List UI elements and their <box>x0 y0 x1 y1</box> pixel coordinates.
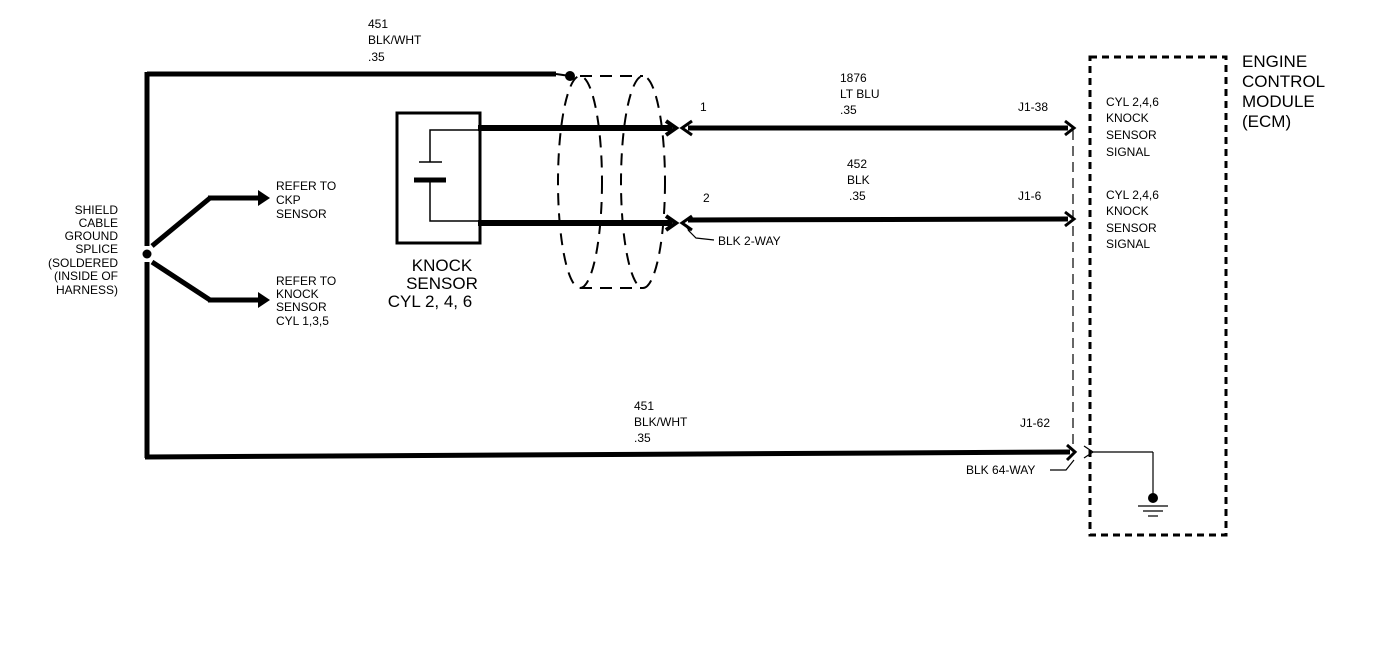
signal-2-circuit: 452 <box>847 157 867 171</box>
top-wire-gauge: .35 <box>368 50 385 64</box>
ecm-signal-1-line: SIGNAL <box>1106 145 1150 159</box>
ckp-ref-line: CKP <box>276 193 301 207</box>
sensor-connector-label: BLK 2-WAY <box>718 234 781 248</box>
ecm-signal-2-line: SENSOR <box>1106 221 1157 235</box>
knock-sensor-line: SENSOR <box>406 274 478 293</box>
ckp-ref-line: REFER TO <box>276 179 336 193</box>
splice-line: SPLICE <box>75 242 118 256</box>
splice-branch-knock <box>150 259 270 308</box>
splice-line: (INSIDE OF <box>54 269 118 283</box>
ckp-reference-label: REFER TO CKP SENSOR <box>276 179 336 221</box>
top-wire-color: BLK/WHT <box>368 33 422 47</box>
ecm-title-line: MODULE <box>1242 92 1315 111</box>
signal-2-pin: 2 <box>703 191 710 205</box>
signal-1-color: LT BLU <box>840 87 880 101</box>
ecm-title: ENGINE CONTROL MODULE (ECM) <box>1242 52 1325 131</box>
top-wire-circuit: 451 <box>368 17 388 31</box>
connector-leader-64way <box>1050 459 1075 471</box>
ecm-signal-2-line: KNOCK <box>1106 204 1149 218</box>
signal-2-color: BLK <box>847 173 870 187</box>
cable-shield <box>557 75 666 289</box>
splice-line: GROUND <box>65 229 119 243</box>
signal-1-pin: 1 <box>700 100 707 114</box>
ecm-signal-1-label: CYL 2,4,6 KNOCK SENSOR SIGNAL <box>1106 95 1159 159</box>
bottom-wire-circuit: 451 <box>634 399 654 413</box>
splice-label: SHIELD CABLE GROUND SPLICE (SOLDERED (IN… <box>48 203 118 297</box>
signal-1-ecm-pin: J1-38 <box>1018 100 1048 114</box>
splice-point <box>142 249 152 259</box>
splice-branch-ckp <box>150 190 270 248</box>
ecm-box <box>1088 55 1228 537</box>
ecm-signal-1-line: KNOCK <box>1106 111 1149 125</box>
splice-line: CABLE <box>79 216 118 230</box>
bottom-wire-color: BLK/WHT <box>634 415 688 429</box>
bottom-wire-ecm-pin: J1-62 <box>1020 416 1050 430</box>
knock-ref-line: REFER TO <box>276 274 336 288</box>
splice-line: SHIELD <box>75 203 119 217</box>
wire-signal-1 <box>478 119 1077 137</box>
ecm-signal-2-line: CYL 2,4,6 <box>1106 188 1159 202</box>
bottom-wire-gauge: .35 <box>634 431 651 445</box>
signal-1-gauge: .35 <box>840 103 857 117</box>
knock-reference-label: REFER TO KNOCK SENSOR CYL 1,3,5 <box>276 274 336 328</box>
splice-line: (SOLDERED <box>48 256 118 270</box>
wire-bottom-ground <box>144 262 1078 462</box>
knock-ref-line: SENSOR <box>276 300 327 314</box>
ecm-ground-icon <box>1083 445 1168 517</box>
ecm-signal-2-line: SIGNAL <box>1106 237 1150 251</box>
knock-sensor-label: KNOCK SENSOR CYL 2, 4, 6 <box>388 256 478 311</box>
ecm-signal-1-line: CYL 2,4,6 <box>1106 95 1159 109</box>
knock-sensor-symbol <box>395 111 482 245</box>
wire-top-shield <box>144 71 575 246</box>
ecm-connector-label: BLK 64-WAY <box>966 463 1035 477</box>
ecm-title-line: ENGINE <box>1242 52 1307 71</box>
ecm-signal-1-line: SENSOR <box>1106 128 1157 142</box>
signal-1-circuit: 1876 <box>840 71 867 85</box>
knock-ref-line: KNOCK <box>276 287 319 301</box>
knock-ref-line: CYL 1,3,5 <box>276 314 329 328</box>
ecm-title-line: CONTROL <box>1242 72 1325 91</box>
signal-2-ecm-pin: J1-6 <box>1018 189 1042 203</box>
ecm-title-line: (ECM) <box>1242 112 1291 131</box>
ecm-signal-2-label: CYL 2,4,6 KNOCK SENSOR SIGNAL <box>1106 188 1159 251</box>
signal-2-gauge: .35 <box>849 189 866 203</box>
wire-signal-2 <box>478 210 1077 232</box>
knock-sensor-line: CYL 2, 4, 6 <box>388 292 472 311</box>
knock-sensor-line: KNOCK <box>412 256 473 275</box>
connector-leader-2way <box>685 225 715 241</box>
splice-line: HARNESS) <box>56 283 118 297</box>
ckp-ref-line: SENSOR <box>276 207 327 221</box>
